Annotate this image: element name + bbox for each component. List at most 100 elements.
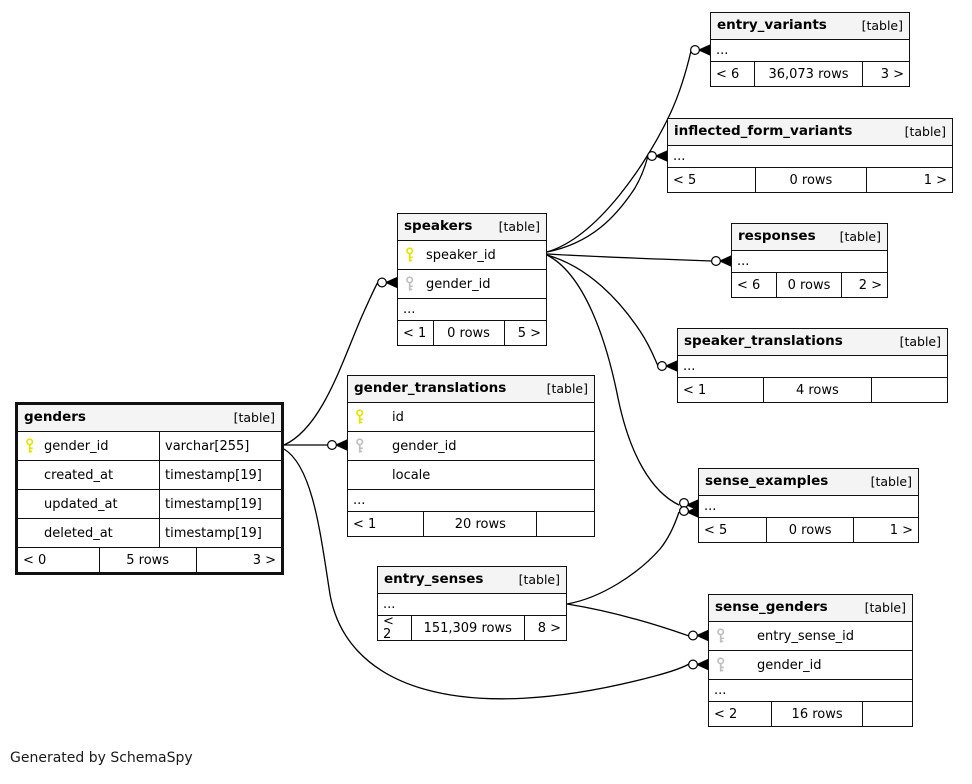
table-entry-variants[interactable]: entry_variants [table] ... < 6 36,073 ro… [710,12,910,87]
column-name: gender_id [392,438,457,454]
table-stats: < 6 36,073 rows 3 > [711,62,909,86]
children-count: 8 > [537,620,561,636]
table-tag: [table] [518,571,560,587]
column-name: id [392,409,404,425]
children-count: 2 > [858,277,882,293]
column-name: locale [392,467,431,483]
table-entry-senses[interactable]: entry_senses [table] ... < 2 151,309 row… [377,566,567,641]
children-count: 1 > [889,522,913,538]
ellipsis-row: ... [398,299,546,321]
table-header: entry_variants [table] [711,13,909,40]
table-speaker-translations[interactable]: speaker_translations [table] ... < 1 4 r… [677,328,948,403]
rows-count: 16 rows [772,702,864,726]
table-gender-translations[interactable]: gender_translations [table] id gender_id… [347,375,595,537]
table-name: speakers [404,218,473,235]
table-stats: < 5 0 rows 1 > [668,168,952,192]
column-row: gender_id [348,432,594,461]
ellipsis-row: ... [709,680,912,702]
table-name: gender_translations [354,380,507,397]
table-speakers[interactable]: speakers [table] speaker_id gender_id ..… [397,213,547,346]
table-tag: [table] [904,123,946,139]
table-name: entry_variants [717,17,827,34]
table-name: sense_examples [705,473,829,490]
edge-entry-senses-sense-genders [566,603,690,637]
table-sense-examples[interactable]: sense_examples [table] ... < 5 0 rows 1 … [698,468,919,543]
table-stats: < 1 0 rows 5 > [398,321,546,345]
table-stats: < 2 16 rows [709,702,912,726]
column-row: updated_at timestamp[19] [18,490,281,519]
table-header: speakers [table] [398,214,546,241]
table-name: genders [24,409,86,426]
column-row: id [348,403,594,432]
cardinality-circle [327,440,338,451]
ellipsis-row: ... [699,496,918,518]
table-name: responses [738,228,816,245]
rows-count: 4 rows [764,378,872,402]
column-row: locale [348,461,594,490]
cardinality-circle [377,277,388,288]
table-header: sense_genders [table] [709,595,912,622]
table-stats: < 6 0 rows 2 > [732,273,887,297]
column-name: entry_sense_id [757,628,855,644]
column-row: gender_id [709,651,912,680]
children-count: 1 > [923,172,947,188]
table-tag: [table] [839,228,881,244]
table-stats: < 5 0 rows 1 > [699,518,918,542]
children-count: 5 > [517,325,541,341]
primary-key-icon [398,247,426,263]
table-header: genders [table] [18,405,281,432]
table-header: responses [table] [732,224,887,251]
parents-count: < 6 [711,62,755,86]
arrowhead [654,150,668,162]
ellipsis-row: ... [732,251,887,273]
parents-count: < 2 [709,702,772,726]
column-row: created_at timestamp[19] [18,461,281,490]
cardinality-circle [656,361,667,372]
arrowhead [664,360,678,372]
table-name: inflected_form_variants [674,123,853,140]
table-tag: [table] [899,333,941,349]
foreign-key-icon [709,628,757,644]
table-tag: [table] [233,409,275,425]
arrowhead [685,506,699,518]
edge-speakers-speaker-translations [546,254,659,367]
table-name: entry_senses [384,571,484,588]
arrowhead [695,658,709,671]
cardinality-circle [710,256,721,267]
column-type: timestamp[19] [159,519,281,547]
foreign-key-icon [709,657,757,673]
table-genders[interactable]: genders [table] gender_id varchar[255] c… [15,402,284,575]
column-name: gender_id [426,276,491,292]
table-stats: < 0 5 rows 3 > [18,548,281,572]
table-responses[interactable]: responses [table] ... < 6 0 rows 2 > [731,223,888,298]
table-inflected-form-variants[interactable]: inflected_form_variants [table] ... < 5 … [667,118,953,193]
parents-count: < 1 [348,512,425,536]
column-name: gender_id [44,438,109,454]
column-row: speaker_id [398,241,546,270]
ellipsis-row: ... [378,594,566,616]
parents-count: < 6 [732,273,777,297]
table-header: sense_examples [table] [699,469,918,496]
column-name: updated_at [44,496,118,512]
edge-speakers-responses [546,253,713,262]
column-type: timestamp[19] [159,490,281,518]
rows-count: 151,309 rows [412,616,525,640]
cardinality-circle [687,659,698,670]
table-tag: [table] [861,17,903,33]
foreign-key-icon [398,276,426,292]
table-header: entry_senses [table] [378,567,566,594]
arrowhead [697,44,711,56]
parents-count: < 0 [18,548,100,572]
column-name: gender_id [757,657,822,673]
ellipsis-row: ... [668,146,952,168]
table-sense-genders[interactable]: sense_genders [table] entry_sense_id gen… [708,594,913,727]
table-tag: [table] [870,473,912,489]
column-name: speaker_id [426,247,496,263]
generator-credit: Generated by SchemaSpy [10,750,193,766]
parents-count: < 5 [699,518,767,542]
ellipsis-row: ... [348,490,594,512]
edge-speakers-inflected-form-variants [546,155,649,253]
primary-key-icon [18,438,44,454]
table-stats: < 1 4 rows [678,378,947,402]
